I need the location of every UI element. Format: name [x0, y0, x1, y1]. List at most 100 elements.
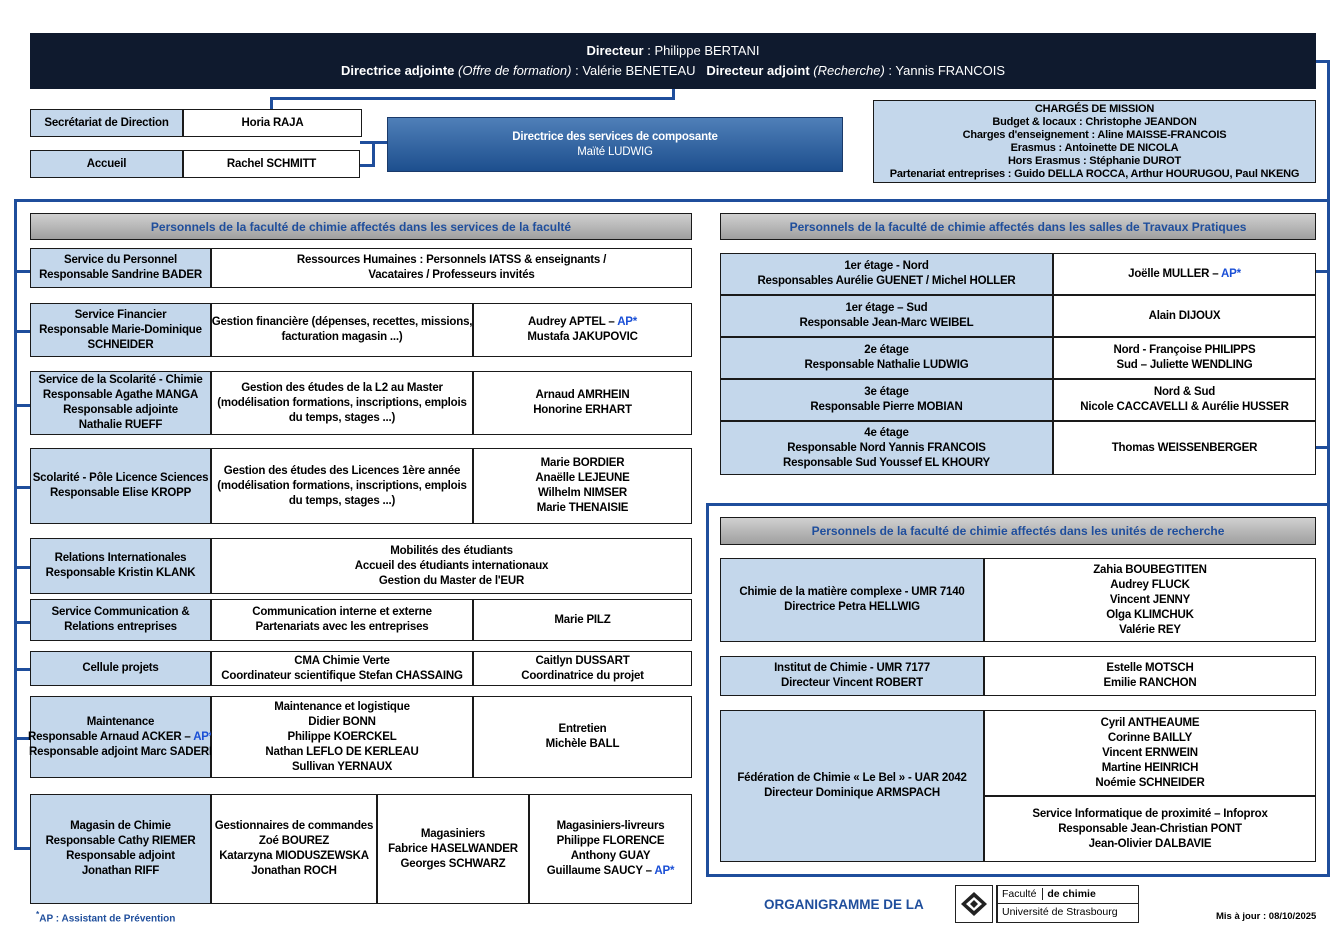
licence-desc: Gestion des études des Licences 1ère ann…	[211, 448, 473, 524]
infoprox-staff: Jean-Olivier DALBAVIE	[1088, 837, 1212, 850]
logo-mark-icon	[955, 885, 993, 923]
licence-staff-3: Wilhelm NIMSER	[537, 487, 628, 499]
maintenance-staff-2: Philippe KOERCKEL	[287, 730, 397, 743]
logo-chimie: de chimie	[1047, 888, 1096, 900]
ap-badge: AP*	[193, 730, 214, 743]
financier-desc: Gestion financière (dépenses, recettes, …	[211, 303, 473, 357]
tick	[14, 566, 30, 569]
accueil-label: Accueil	[30, 150, 183, 178]
gestionnaires-title: Gestionnaires de commandes	[214, 820, 374, 832]
connector-line	[372, 141, 375, 167]
infoprox-resp: Responsable Jean-Christian PONT	[1058, 822, 1242, 835]
financier-desc-1: Gestion financière (dépenses, recettes, …	[211, 316, 473, 328]
tp-floor-resp: Responsable Jean-Marc WEIBEL	[799, 317, 974, 329]
umr7177-label: Institut de Chimie - UMR 7177 Directeur …	[720, 656, 984, 696]
missions-box: CHARGÉS DE MISSION Budget & locaux : Chr…	[873, 100, 1316, 183]
research-frame	[706, 503, 1330, 877]
entretien-title: Entretien	[558, 723, 607, 735]
connector-line	[1316, 270, 1330, 273]
adjoint1-scope: (Offre de formation)	[458, 63, 572, 78]
cellule-staff-1: Caitlyn DUSSART	[535, 654, 630, 667]
maintenance-title: Maintenance	[86, 715, 155, 728]
connector-line	[270, 97, 273, 109]
researcher: Martine HEINRICH	[1101, 761, 1199, 774]
communication-desc-2: Partenariats avec les entreprises	[255, 621, 429, 633]
mission-line: Budget & locaux : Christophe JEANDON	[992, 115, 1197, 128]
cellule-desc-1: CMA Chimie Verte	[294, 654, 390, 667]
tp-staff: Thomas WEISSENBERGER	[1111, 441, 1258, 454]
magasiniers-title: Magasiniers	[420, 827, 486, 840]
left-section-header: Personnels de la faculté de chimie affec…	[30, 213, 692, 240]
tp-floor-1s: 1er étage – Sud Responsable Jean-Marc WE…	[720, 295, 1053, 337]
tp-staff-4: Thomas WEISSENBERGER	[1053, 421, 1316, 475]
secretariat-name-text: Horia RAJA	[241, 116, 304, 129]
maintenance-resp: Responsable Arnaud ACKER –	[27, 730, 194, 743]
livreurs-title: Magasiniers-livreurs	[556, 820, 665, 832]
gestionnaire-2: Katarzyna MIODUSZEWSKA	[219, 850, 369, 862]
ap-badge: AP*	[654, 865, 675, 877]
maintenance-entretien: Entretien Michèle BALL	[473, 696, 692, 778]
ap-badge: AP*	[1221, 267, 1241, 280]
magasin-title: Magasin de Chimie	[70, 820, 171, 832]
dsc-name: Maïté LUDWIG	[577, 145, 653, 158]
personnel-desc-1: Ressources Humaines : Personnels IATSS &…	[296, 254, 607, 266]
org-title: ORGANIGRAMME DE LA	[764, 897, 924, 912]
secretariat-label-text: Secrétariat de Direction	[44, 116, 169, 129]
tick	[14, 668, 30, 671]
communication-staff-1: Marie PILZ	[554, 613, 611, 626]
scolarite-desc-1: Gestion des études de la L2 au Master	[241, 381, 443, 394]
financier-staff-2: Mustafa JAKUPOVIC	[527, 331, 638, 343]
livreur-1: Philippe FLORENCE	[556, 835, 665, 847]
personnel-desc: Ressources Humaines : Personnels IATSS &…	[211, 248, 692, 288]
logo-text-box: Faculté de chimie Université de Strasbou…	[996, 885, 1139, 923]
logo-university: Université de Strasbourg	[1002, 906, 1118, 918]
frame-line-top	[14, 199, 1330, 202]
entretien-staff: Michèle BALL	[545, 738, 620, 750]
financier-resp: Responsable Marie-Dominique	[39, 323, 202, 336]
accueil-name: Rachel SCHMITT	[183, 150, 360, 178]
maintenance-staff-3: Nathan LEFLO DE KERLEAU	[265, 745, 419, 758]
adjoint1-name: Valérie BENETEAU	[582, 63, 696, 78]
cellule-staff: Caitlyn DUSSART Coordinatrice du projet	[473, 651, 692, 686]
maintenance-resp-2: Responsable adjoint Marc SADERI	[29, 745, 212, 758]
tick	[14, 737, 30, 740]
direction-banner: Directeur : Philippe BERTANI Directrice …	[30, 33, 1316, 89]
licence-title: Scolarité - Pôle Licence Sciences	[32, 472, 209, 484]
researcher: Audrey FLUCK	[1110, 578, 1190, 591]
researcher: Corinne BAILLY	[1107, 731, 1193, 744]
scolarite-staff-2: Honorine ERHART	[533, 404, 632, 416]
communication-label: Service Communication & Relations entrep…	[30, 599, 211, 641]
tp-floor-1n: 1er étage - Nord Responsables Aurélie GU…	[720, 253, 1053, 295]
scolarite-title: Service de la Scolarité - Chimie	[38, 374, 203, 386]
adjoint2-role: Directeur adjoint	[706, 63, 810, 78]
magasin-livreurs: Magasiniers-livreurs Philippe FLORENCE A…	[529, 794, 692, 904]
adjoint2-scope: (Recherche)	[813, 63, 885, 78]
director-name: Philippe BERTANI	[654, 43, 760, 58]
tp-floor-3: 3e étage Responsable Pierre MOBIAN	[720, 379, 1053, 421]
communication-title: Service Communication &	[51, 606, 190, 618]
umr7177-director: Directeur Vincent ROBERT	[781, 677, 923, 689]
update-date: Mis à jour : 08/10/2025	[1216, 911, 1316, 922]
livreur-2: Anthony GUAY	[570, 850, 651, 862]
missions-title: CHARGÉS DE MISSION	[1034, 102, 1155, 115]
tp-floor-title: 3e étage	[864, 386, 909, 398]
tick	[14, 621, 30, 624]
financier-staff-1: Audrey APTEL –	[527, 316, 618, 328]
ap-note-text: AP : Assistant de Prévention	[39, 913, 176, 925]
relations-resp: Responsable Kristin KLANK	[45, 567, 196, 579]
director-role: Directeur	[586, 43, 644, 58]
licence-resp: Responsable Elise KROPP	[49, 487, 192, 499]
maintenance-desc: Maintenance et logistique Didier BONN Ph…	[211, 696, 473, 778]
magasin-magasiniers: Magasiniers Fabrice HASELWANDER Georges …	[377, 794, 529, 904]
relations-desc-1: Mobilités des étudiants	[390, 544, 513, 557]
personnel-desc-2: Vacataires / Professeurs invités	[368, 269, 535, 281]
uar2042-label: Fédération de Chimie « Le Bel » - UAR 20…	[720, 710, 984, 862]
relations-title: Relations Internationales	[54, 552, 187, 564]
scolarite-resp: Responsable Agathe MANGA	[42, 389, 199, 401]
tp-floor-title: 1er étage – Sud	[845, 302, 928, 314]
tp-section-header: Personnels de la faculté de chimie affec…	[720, 213, 1316, 240]
researcher: Cyril ANTHEAUME	[1100, 716, 1200, 729]
magasin-label: Magasin de Chimie Responsable Cathy RIEM…	[30, 794, 211, 904]
maintenance-label: Maintenance Responsable Arnaud ACKER – A…	[27, 696, 214, 778]
tp-floor-title: 4e étage	[864, 426, 909, 439]
